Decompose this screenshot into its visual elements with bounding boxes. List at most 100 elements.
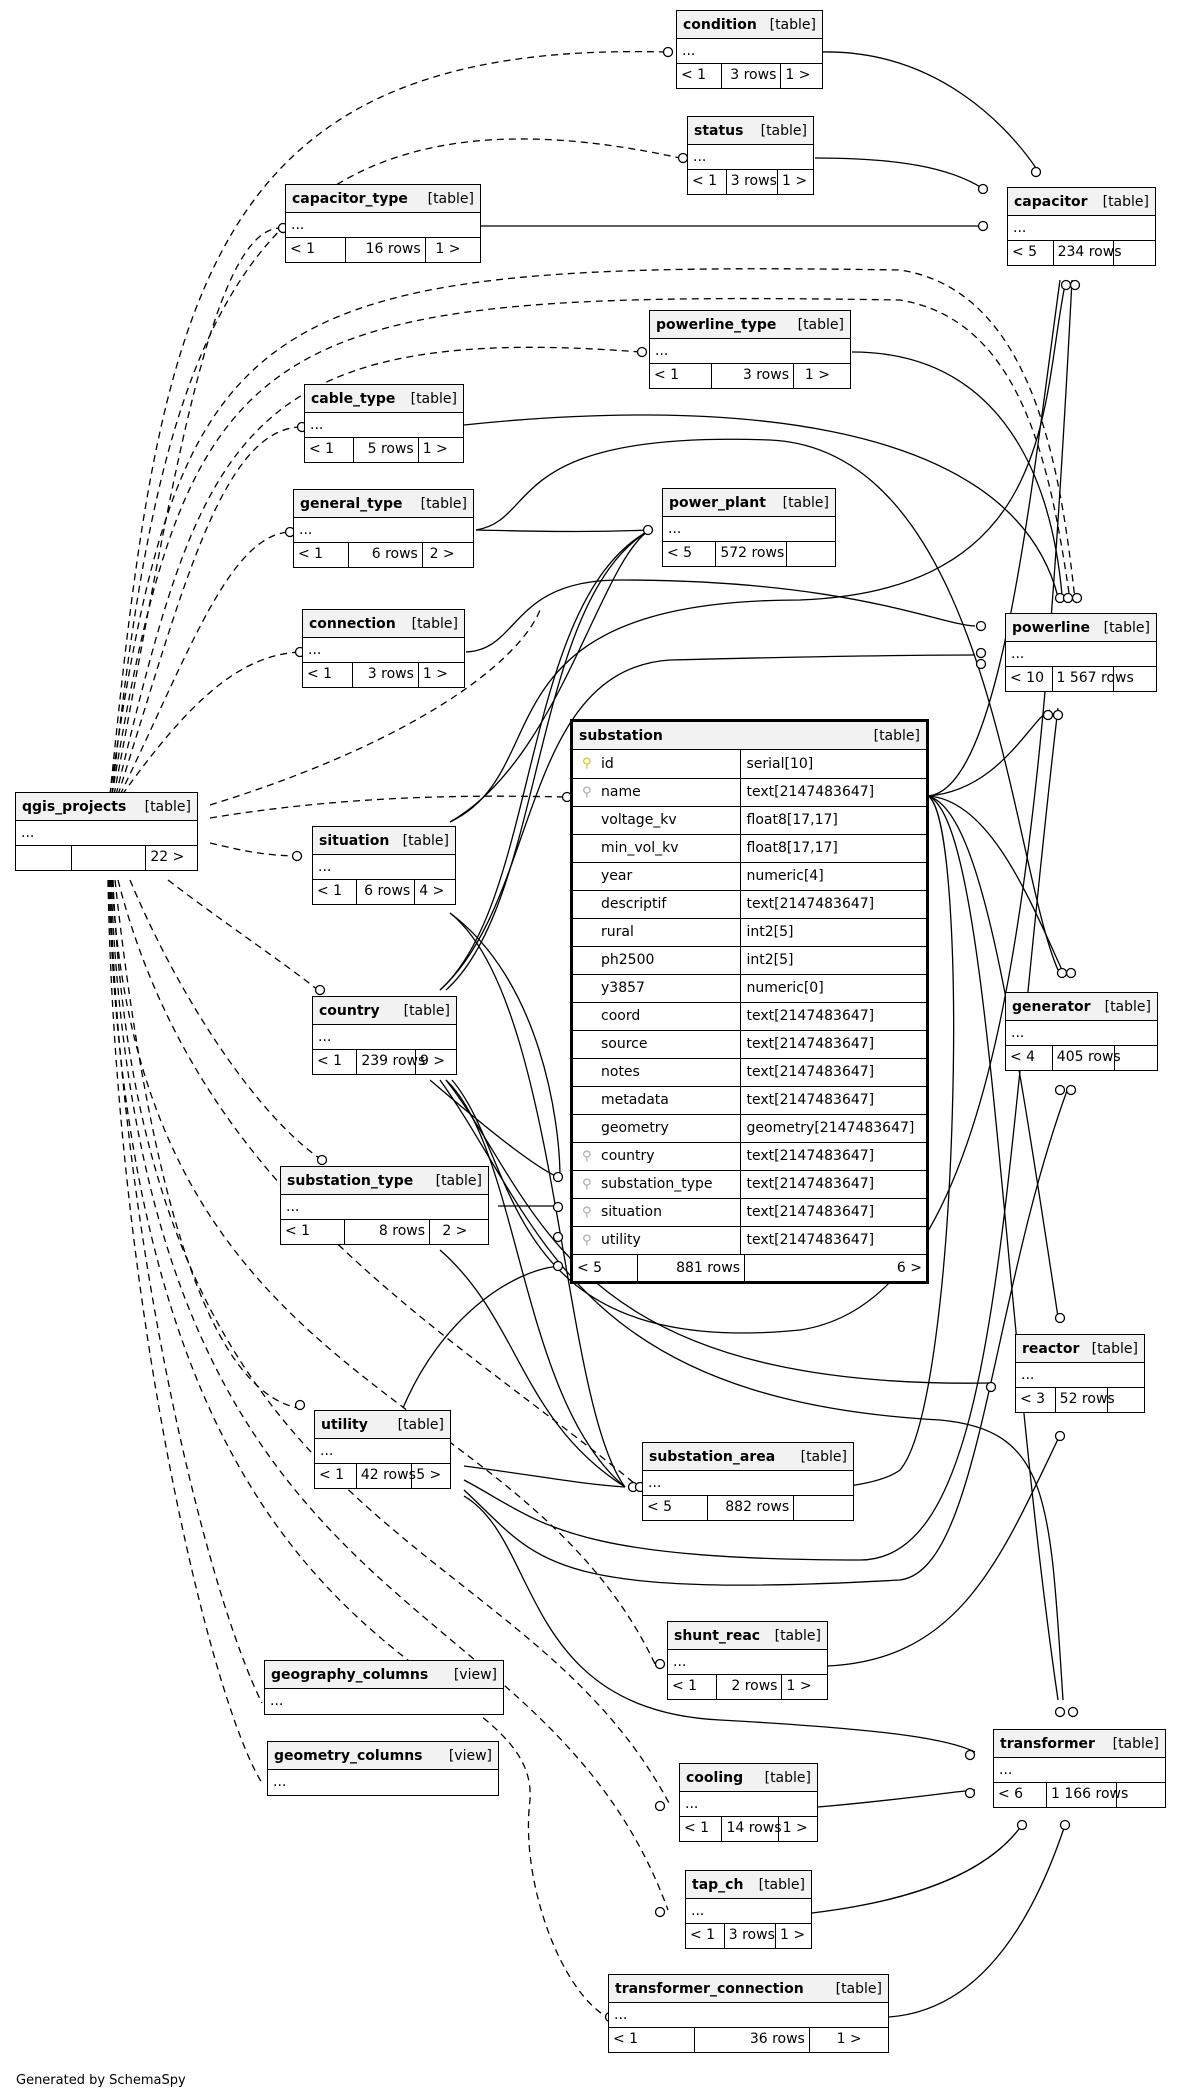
edge-situation-power-plant [449, 529, 651, 823]
children-count [1108, 1388, 1134, 1412]
view-geography-columns[interactable]: geography_columns[view] ... [264, 1660, 504, 1715]
column-name: descriptif [573, 890, 741, 919]
parents-count: < 1 [609, 2028, 696, 2052]
table-columns: ... [286, 213, 480, 238]
edge-condition-capacitor [821, 51, 1037, 169]
row-count: 1 567 rows [1053, 667, 1134, 691]
children-count: 1 > [782, 173, 808, 189]
table-columns: ... [686, 1899, 811, 1924]
column-name: ⚲utility [573, 1226, 741, 1255]
edge-substation-type-substation-area [439, 1249, 626, 1488]
table-columns: ... [315, 1439, 450, 1464]
column-name: notes [573, 1058, 741, 1087]
edge-tap-ch-transformer [811, 1824, 1023, 1914]
table-name: generator [1012, 998, 1091, 1015]
column-name: coord [573, 1002, 741, 1031]
table-columns: ... [688, 145, 813, 170]
edge-country-powerline [439, 654, 976, 991]
row-count: 3 rows [727, 170, 778, 194]
edge-qgis-condition [109, 50, 666, 796]
column-type: text[2147483647] [740, 1030, 926, 1059]
table-kind: [view] [448, 1747, 492, 1764]
row-count: 881 rows [638, 1254, 745, 1281]
parents-count: < 5 [663, 542, 717, 566]
edge-qgis-tap-ch [110, 879, 669, 1911]
edge-qgis-geography [109, 879, 263, 1704]
row-count: 5 rows [354, 438, 419, 462]
table-kind: [table] [403, 1002, 450, 1019]
table-kind: [table] [420, 495, 467, 512]
children-count: 22 > [150, 849, 185, 865]
table-kind: [table] [1103, 619, 1150, 636]
row-count: 234 rows [1054, 241, 1122, 265]
column-name-text: rural [601, 924, 634, 940]
view-geometry-columns[interactable]: geometry_columns[view] ... [267, 1741, 499, 1796]
table-name: geography_columns [271, 1666, 429, 1683]
table-name: transformer_connection [615, 1980, 804, 1997]
row-count: 42 rows [357, 1464, 416, 1488]
edge-qgis-country [167, 879, 319, 991]
table-qgis-projects[interactable]: qgis_projects[table] ... 22 > [15, 792, 198, 871]
column-name-text: situation [601, 1204, 662, 1220]
edge-country-transformer [439, 1079, 1064, 1701]
column-name-text: substation_type [601, 1176, 713, 1192]
generated-by-note: Generated by SchemaSpy [16, 2073, 186, 2088]
parents-count: < 1 [313, 1050, 358, 1074]
children-count: 1 > [780, 1927, 806, 1943]
parents-count: < 1 [680, 1817, 723, 1841]
table-name: powerline [1012, 619, 1091, 636]
edge-qgis-powerline-a [109, 268, 1076, 796]
children-count [1117, 1783, 1151, 1807]
row-count: 882 rows [708, 1496, 795, 1520]
column-name-text: coord [601, 1008, 641, 1024]
row-count: 6 rows [357, 880, 416, 904]
column-type: numeric[0] [740, 974, 926, 1003]
table-name: connection [309, 615, 396, 632]
edge-utility-substation [402, 1265, 561, 1409]
table-columns: ... [1008, 216, 1155, 241]
edge-country-power-plant-a [439, 529, 651, 991]
table-name: reactor [1022, 1340, 1080, 1357]
